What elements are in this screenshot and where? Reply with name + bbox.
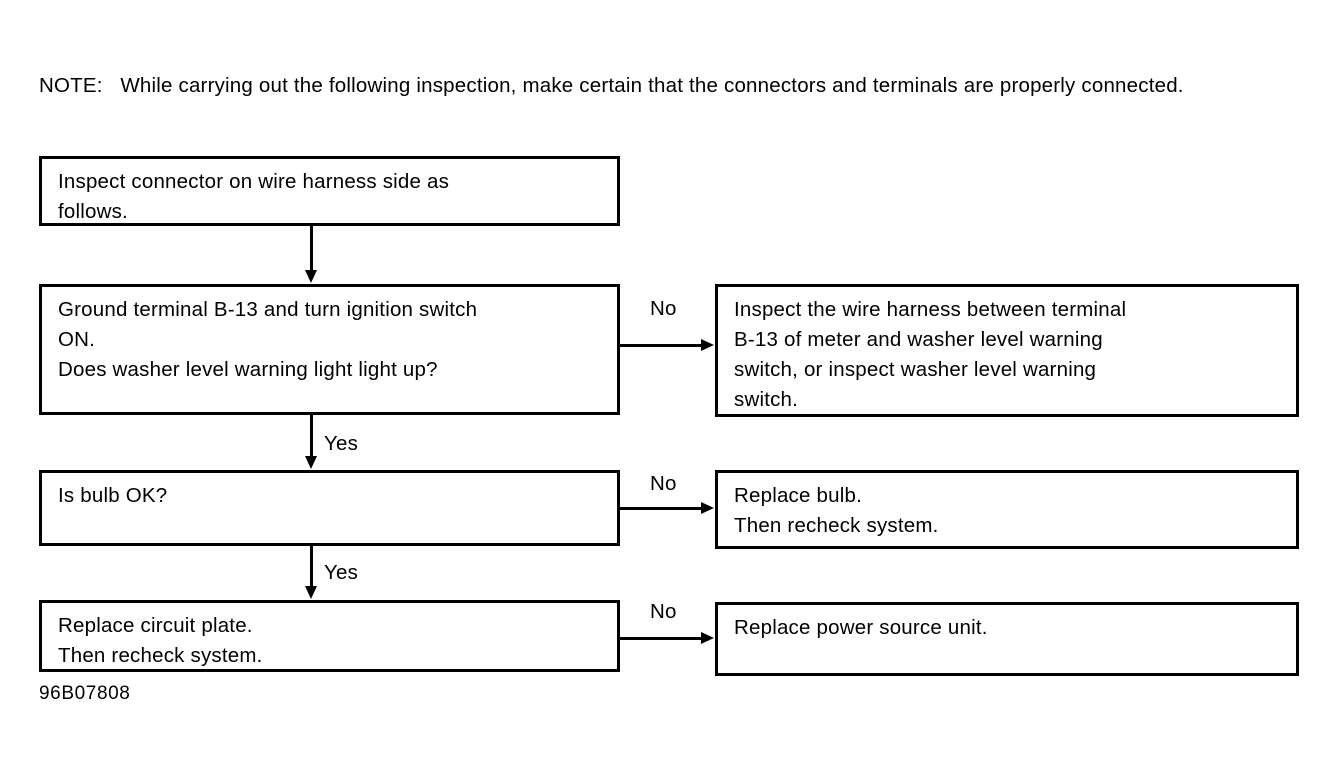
node-ground-terminal: Ground terminal B-13 and turn ignition s… (39, 284, 620, 415)
figure-code: 96B07808 (39, 683, 131, 704)
node-inspect-connector-text: Inspect connector on wire harness side a… (58, 170, 450, 223)
node-inspect-wire-harness-text: Inspect the wire harness between termina… (734, 298, 1127, 411)
note-text: While carrying out the following inspect… (120, 74, 1184, 97)
arrowhead-bulb-to-replace-bulb (701, 502, 714, 514)
node-is-bulb-ok-text: Is bulb OK? (58, 484, 168, 507)
arrowhead-bulb-to-circuit-plate (305, 586, 317, 599)
arrowhead-circuit-plate-to-power-source (701, 632, 714, 644)
note-paragraph: NOTE: While carrying out the following i… (39, 70, 1309, 101)
node-ground-terminal-text: Ground terminal B-13 and turn ignition s… (58, 298, 478, 381)
node-inspect-connector: Inspect connector on wire harness side a… (39, 156, 620, 226)
connector-bulb-to-circuit-plate (310, 546, 313, 588)
arrowhead-inspect-to-ground (305, 270, 317, 283)
arrowhead-ground-to-harness (701, 339, 714, 351)
edge-label-no-2: No (650, 472, 677, 495)
node-replace-circuit-plate: Replace circuit plate. Then recheck syst… (39, 600, 620, 672)
edge-label-yes-1: Yes (324, 432, 359, 455)
node-replace-power-source-unit: Replace power source unit. (715, 602, 1299, 676)
edge-label-yes-2: Yes (324, 561, 359, 584)
connector-circuit-plate-to-power-source (620, 637, 705, 640)
connector-ground-to-harness (620, 344, 705, 347)
arrowhead-ground-to-bulb (305, 456, 317, 469)
node-replace-bulb: Replace bulb. Then recheck system. (715, 470, 1299, 549)
connector-ground-to-bulb (310, 415, 313, 458)
note-label: NOTE: (39, 74, 103, 97)
edge-label-no-3: No (650, 600, 677, 623)
connector-inspect-to-ground (310, 226, 313, 272)
node-replace-circuit-plate-text: Replace circuit plate. Then recheck syst… (58, 614, 263, 667)
connector-bulb-to-replace-bulb (620, 507, 705, 510)
edge-label-no-1: No (650, 297, 677, 320)
node-replace-bulb-text: Replace bulb. Then recheck system. (734, 484, 939, 537)
node-replace-power-source-unit-text: Replace power source unit. (734, 616, 988, 639)
note-spacer (103, 74, 121, 97)
node-inspect-wire-harness: Inspect the wire harness between termina… (715, 284, 1299, 417)
node-is-bulb-ok: Is bulb OK? (39, 470, 620, 546)
